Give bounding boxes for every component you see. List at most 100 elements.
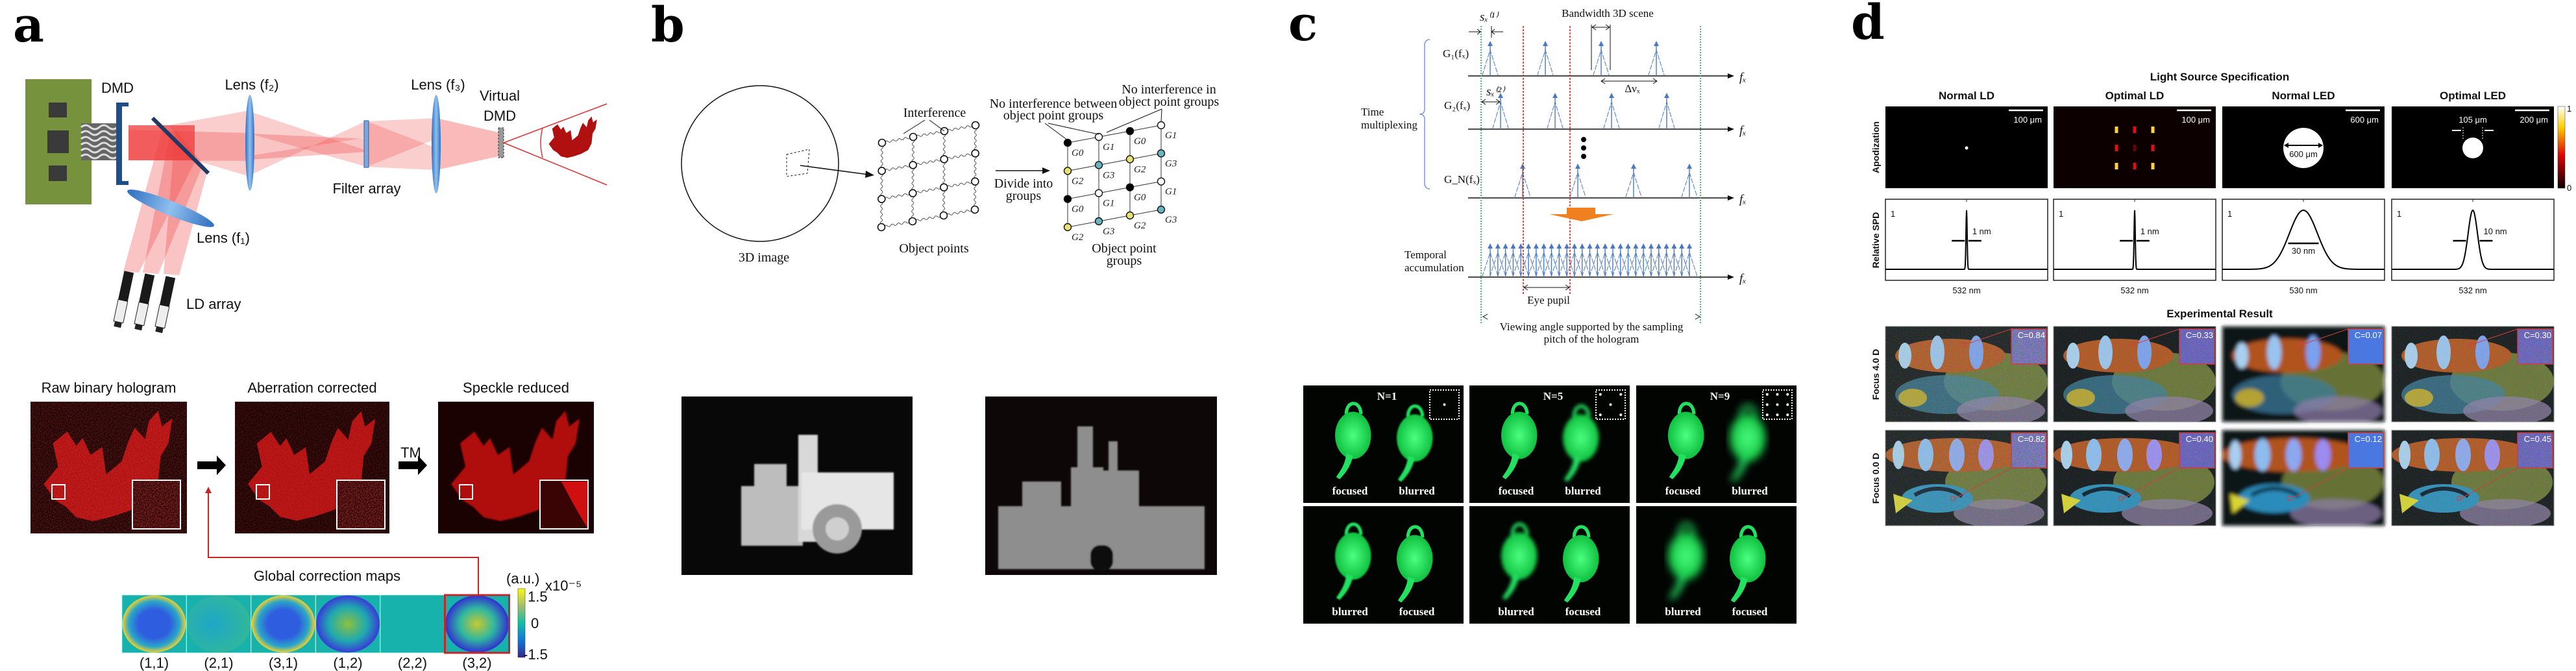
object-point-g2: [1063, 223, 1072, 232]
row-label-spd: Relative SPD: [1871, 212, 1881, 268]
contrast-label: C=0.12: [2355, 434, 2382, 444]
spectral-peak: [1681, 243, 1698, 278]
peak-envelope: [1658, 101, 1675, 130]
peak-envelope: [1489, 251, 1506, 278]
scale-bar-label: 200 μm: [2520, 115, 2548, 125]
source-point: [1619, 393, 1623, 396]
peak-envelope: [1497, 251, 1514, 278]
colorbar-tick-zero: 0: [531, 615, 539, 631]
colorbar-unit: (a.u.): [506, 570, 539, 587]
peak-arrow-icon: [1602, 243, 1608, 249]
peak-arrow-icon: [1495, 243, 1501, 249]
dmd-bracket: [116, 181, 129, 185]
group-label: G2: [1072, 232, 1084, 243]
label-viewing-angle-2: pitch of the hologram: [1544, 333, 1639, 345]
spectral-peak: [1512, 243, 1530, 278]
panel-label-d: d: [1851, 0, 1885, 51]
map-pupil: [122, 595, 186, 653]
light-source-title: Light Source Specification: [2150, 71, 2289, 83]
object-point: [939, 211, 948, 220]
map-label: (3,2): [462, 655, 491, 671]
n-label: N=9: [1710, 390, 1730, 402]
object-point: [909, 161, 917, 169]
label-filter-array: Filter array: [332, 180, 400, 197]
interference-wave: [974, 181, 977, 210]
interference-wave: [943, 208, 975, 217]
arrow-right-icon: [197, 456, 226, 475]
spd-curve: [2392, 209, 2554, 270]
peak-envelope: [1504, 251, 1522, 278]
aperture-guides: [2462, 127, 2483, 139]
source-point: [1786, 413, 1789, 417]
interference-wave: [911, 193, 914, 222]
object-point-g1: [1157, 177, 1166, 186]
correction-map-tile: (3,1): [251, 594, 316, 671]
peak-envelope: [1619, 251, 1637, 278]
label-object-point: Object point: [1092, 241, 1157, 256]
label-no-between: No interference between: [990, 97, 1118, 111]
group-label: G3: [1165, 215, 1177, 225]
zoom-region-box: [256, 484, 270, 500]
spectral-peak: [1681, 164, 1698, 199]
peak-arrow-icon: [1533, 243, 1539, 249]
spectral-peak: [1625, 164, 1642, 199]
spectral-peak: [1593, 41, 1610, 77]
ellipsis-dot: [1581, 154, 1586, 159]
interference-wave: [942, 130, 946, 160]
contrast-label: C=0.07: [2355, 330, 2382, 340]
source-emitter: [2151, 163, 2155, 169]
time-multiplexing-diagram: [1419, 24, 1734, 324]
label-time: Time: [1361, 106, 1384, 118]
accumulate-arrow-icon: [1549, 208, 1613, 221]
source-emitter: [2115, 127, 2118, 133]
source-pattern-box: [1762, 389, 1793, 420]
spectral-peak: [1551, 243, 1568, 278]
bandwidth-arrow-head: [1591, 24, 1597, 30]
peak-arrow-icon: [1664, 93, 1669, 98]
peak-envelope: [1658, 251, 1675, 278]
source-pattern-box: [1429, 389, 1460, 420]
source-point: [1765, 413, 1769, 417]
interference-wave: [912, 214, 944, 223]
group-label: G1: [1165, 187, 1177, 197]
ribbon-cable: [80, 123, 118, 160]
grid-line: [1129, 209, 1162, 216]
spectral-peak: [1665, 243, 1683, 278]
focus-state-label: focused: [1399, 605, 1435, 618]
photo-background: [1636, 506, 1797, 624]
grid-line: [1067, 164, 1099, 171]
object-point-g1: [1094, 189, 1103, 197]
peak-envelope: [1627, 251, 1645, 278]
peak-envelope: [1492, 101, 1509, 130]
inset-speckle: [2518, 330, 2552, 363]
spd-curve: [1885, 210, 2048, 270]
spectral-peak: [1619, 243, 1637, 278]
bandwidth-arrow-head: [1605, 24, 1610, 30]
interference-wave: [944, 124, 976, 132]
peak-arrow-icon: [1610, 243, 1615, 249]
center-wavelength-label: 532 nm: [2459, 286, 2486, 295]
label-interference: Interference: [903, 106, 966, 120]
hologram-image-3: Speckle reduced: [438, 380, 594, 533]
object-point: [971, 121, 980, 130]
object-point-g3: [1094, 217, 1103, 226]
spectral-peak: [1648, 41, 1665, 77]
spectral-peak: [1537, 41, 1554, 77]
delta-nu-arrow-head: [1601, 78, 1606, 84]
source-point: [1443, 403, 1446, 406]
label-groups: groups: [1107, 254, 1142, 268]
focus-state-label: focused: [1332, 485, 1368, 497]
peak-envelope: [1482, 49, 1499, 77]
source-point: [1765, 393, 1769, 396]
peak-envelope: [1535, 251, 1552, 278]
shift-2-arrow-head: [1481, 99, 1486, 105]
colorbar-tick-max: 1.5: [528, 589, 548, 605]
object-point: [908, 217, 917, 226]
interference-wave: [880, 199, 883, 228]
source-point: [1776, 403, 1779, 406]
label-eye-pupil: Eye pupil: [1527, 294, 1570, 306]
inset-speckle: [2180, 433, 2214, 467]
experimental-result-image: C=0.12: [2222, 430, 2385, 526]
